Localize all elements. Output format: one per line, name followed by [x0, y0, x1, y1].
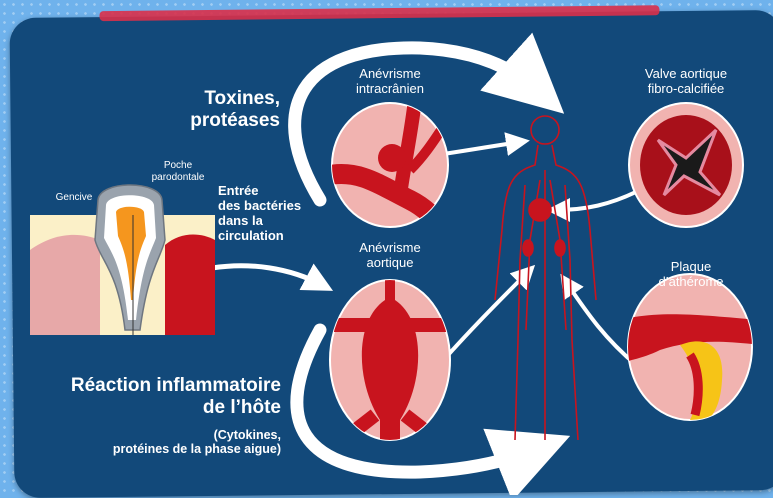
valve-line-2: fibro-calcifiée: [648, 81, 725, 96]
entree-line-2: des bactéries: [218, 198, 301, 213]
plaque-line-2: d’athérome: [658, 274, 723, 289]
arrow-valve-to-body: [556, 190, 640, 210]
arrow-gum-to-aortic: [212, 266, 322, 285]
aortic-valve-circle: [629, 103, 743, 227]
valve-line-1: Valve aortique: [645, 66, 727, 81]
aortic-aneurysm-label: Anévrisme aortique: [340, 241, 440, 271]
reaction-line-3: (Cytokines,: [214, 428, 281, 442]
poche-line-1: Poche: [164, 160, 192, 171]
plaque-circle: [620, 274, 760, 424]
aortic-line-2: aortique: [367, 255, 414, 270]
entree-line-1: Entrée: [218, 183, 258, 198]
toxines-label: Toxines, protéases: [150, 88, 280, 132]
poche-label: Poche parodontale: [140, 160, 216, 183]
reaction-label: Réaction inflammatoire de l’hôte: [26, 375, 281, 419]
intracranial-line-2: intracrânien: [356, 81, 424, 96]
gencive-label: Gencive: [44, 192, 104, 204]
entree-line-4: circulation: [218, 228, 284, 243]
toxines-line-2: protéases: [190, 110, 280, 131]
entree-line-3: dans la: [218, 213, 263, 228]
entree-label: Entrée des bactéries dans la circulation: [218, 184, 328, 244]
valve-label: Valve aortique fibro-calcifiée: [626, 67, 746, 97]
aortic-line-1: Anévrisme: [359, 240, 420, 255]
reaction-line-2: de l’hôte: [203, 397, 281, 418]
gencive-text: Gencive: [56, 192, 93, 203]
reaction-line-4: protéines de la phase aigue): [113, 442, 281, 456]
reaction-line-1: Réaction inflammatoire: [71, 375, 281, 396]
intracranial-label: Anévrisme intracrânien: [340, 67, 440, 97]
poche-line-2: parodontale: [152, 172, 205, 183]
reaction-details: (Cytokines, protéines de la phase aigue): [26, 428, 281, 457]
human-body-circulatory: [495, 116, 596, 440]
intracranial-aneurysm-circle: [330, 100, 455, 235]
plaque-label: Plaque d’athérome: [636, 260, 746, 290]
aortic-aneurysm-circle: [320, 270, 460, 450]
tooth-illustration: [30, 185, 215, 335]
toxines-line-1: Toxines,: [204, 88, 280, 109]
intracranial-line-1: Anévrisme: [359, 66, 420, 81]
plaque-line-1: Plaque: [671, 259, 711, 274]
